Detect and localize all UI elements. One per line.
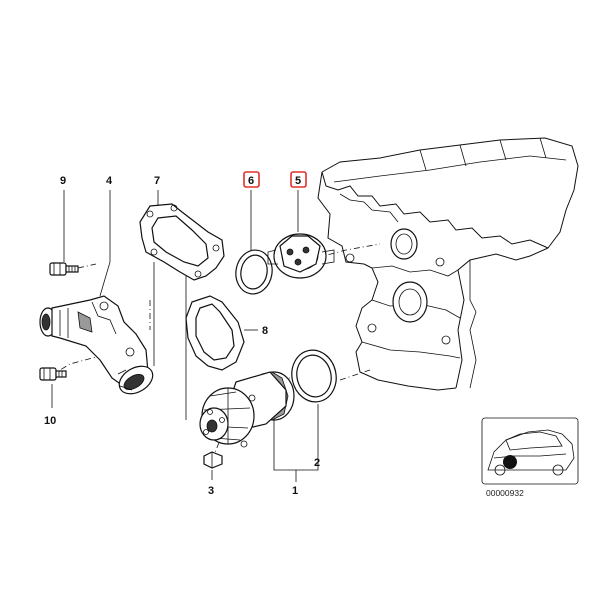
callout-3: 3	[208, 485, 214, 497]
callout-7: 7	[154, 175, 160, 187]
callout-1: 1	[292, 485, 298, 497]
gasket-part-8	[185, 295, 245, 371]
water-pump-part-1	[199, 371, 295, 448]
callout-8: 8	[262, 325, 268, 337]
callout-5: 5	[295, 175, 301, 187]
engine-block	[317, 137, 579, 391]
gasket-part-7	[139, 203, 225, 281]
thumbnail-code: 00000932	[486, 488, 524, 498]
callout-numbers: 9 4 7 6 5 8 10 2 3 1	[44, 171, 320, 497]
engine-location-marker	[503, 455, 517, 469]
thermostat-part-5	[267, 233, 335, 279]
callout-2: 2	[314, 457, 320, 469]
seal-ring-part-2	[291, 349, 337, 403]
thermostat-housing-part-4	[39, 295, 154, 395]
callout-4: 4	[106, 175, 113, 187]
callout-6: 6	[248, 175, 254, 187]
vehicle-locator-thumbnail: 00000932	[481, 417, 579, 498]
leader-lines	[51, 190, 319, 482]
nut-part-3	[203, 451, 223, 469]
o-ring-part-6	[235, 249, 273, 295]
callout-6-highlight-box	[243, 171, 260, 188]
bolt-part-9	[49, 262, 79, 276]
callout-10: 10	[44, 415, 56, 427]
bolt-part-10	[39, 367, 67, 381]
callout-5-highlight-box	[290, 171, 307, 188]
callout-9: 9	[60, 175, 66, 187]
